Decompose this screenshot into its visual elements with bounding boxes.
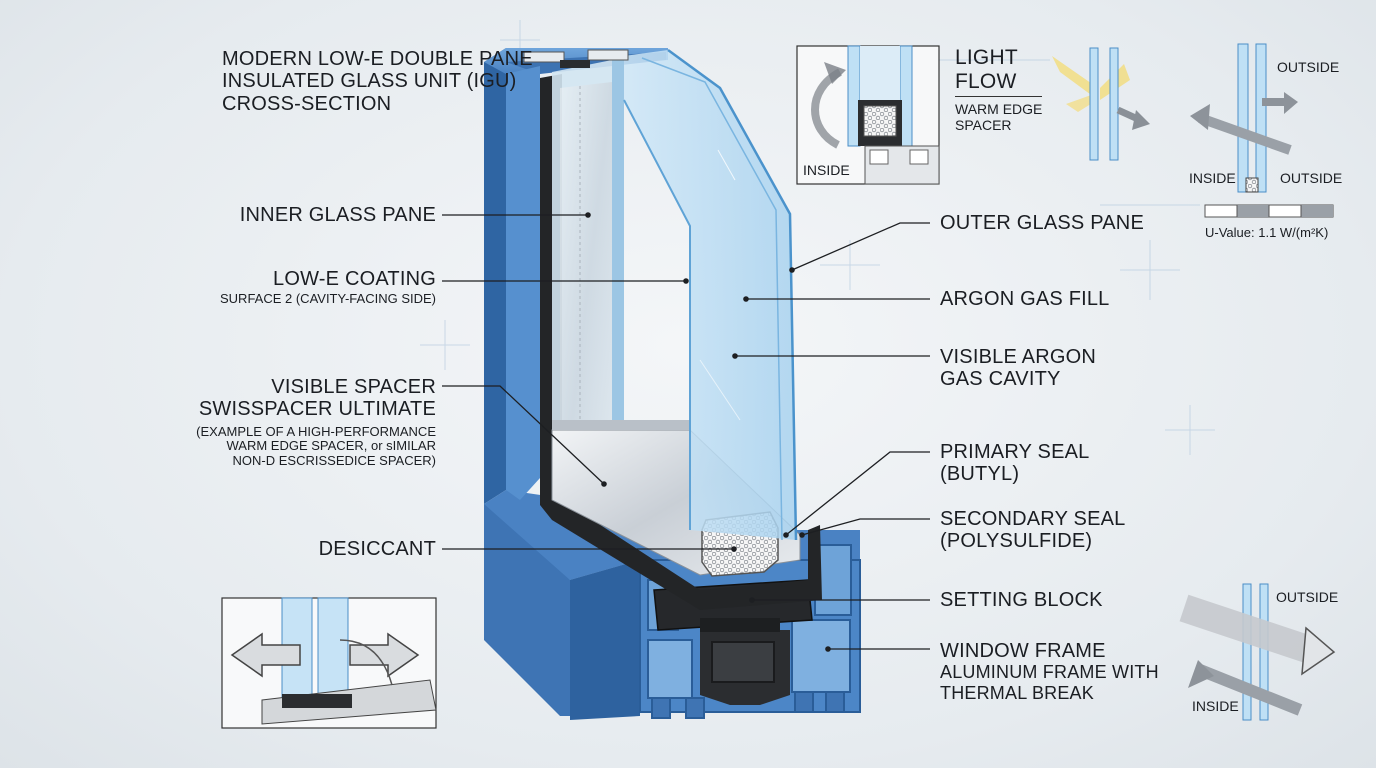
spacer-note-3: NON-D ESCRISSEDICE SPACER) (232, 452, 436, 468)
light-flow-line-2: FLOW (955, 70, 1043, 98)
light-flow-icon (1052, 47, 1150, 161)
flow-outside: OUTSIDE (1276, 589, 1339, 605)
inset-light-flow: LIGHT FLOW WARM EDGE SPACER (955, 46, 1043, 133)
spacer-note-1: (EXAMPLE OF A HIGH-PERFORMANCE (196, 423, 436, 439)
label-argon-fill: ARGON GAS FILL (940, 288, 1110, 310)
title-line-2: INSULATED GLASS UNIT (IGU) (222, 70, 517, 93)
spacer-note-2: WARM EDGE SPACER, or sIMILAR (226, 438, 436, 454)
secondary-seal-line-1: SECONDARY SEAL (940, 508, 1126, 530)
inner-glass-pane (552, 58, 624, 522)
window-frame-line-3: THERMAL BREAK (940, 682, 1094, 703)
label-secondary-seal: SECONDARY SEAL (POLYSULFIDE) (940, 508, 1125, 553)
label-primary-seal: PRIMARY SEAL (BUTYL) (940, 441, 1090, 486)
diagram-title: MODERN LOW-E DOUBLE PANE INSULATED GLASS… (222, 48, 533, 115)
inset-airflow (221, 597, 437, 729)
label-window-frame: WINDOW FRAME ALUMINUM FRAME WITH THERMAL… (940, 640, 1159, 703)
argon-cavity-line-1: VISIBLE ARGON (940, 346, 1096, 368)
label-spacer: VISIBLE SPACER SWISSPACER ULTIMATE (EXAM… (196, 376, 436, 468)
thermal-outside: OUTSIDE (1280, 170, 1343, 186)
spacer-title: VISIBLE SPACER (271, 376, 436, 398)
outer-glass-pane (623, 48, 798, 541)
top-clips (523, 49, 629, 68)
label-argon-cavity: VISIBLE ARGON GAS CAVITY (940, 346, 1096, 391)
leader-lines (442, 214, 930, 650)
primary-seal-line-1: PRIMARY SEAL (940, 441, 1090, 463)
inset-thermal (1190, 43, 1334, 218)
warm-edge-line-2: SPACER (955, 116, 1012, 133)
lowe-subtitle: SURFACE 2 (CAVITY-FACING SIDE) (220, 291, 436, 307)
argon-cavity-line-2: GAS CAVITY (940, 368, 1061, 391)
leader-dots (585, 212, 831, 652)
secondary-seal-line-2: (POLYSULFIDE) (940, 530, 1093, 553)
thermal-inside: INSIDE (1189, 170, 1236, 186)
flow-inside: INSIDE (1192, 698, 1239, 714)
primary-seal-line-2: (BUTYL) (940, 463, 1020, 486)
label-setting-block: SETTING BLOCK (940, 589, 1103, 611)
title-line-3: CROSS-SECTION (222, 92, 392, 115)
lowe-title: LOW-E COATING (273, 268, 436, 290)
label-desiccant: DESICCANT (318, 538, 436, 560)
inset-flow-bottom (1179, 583, 1336, 721)
window-frame-line-2: ALUMINUM FRAME WITH (940, 662, 1159, 683)
window-frame-line-1: WINDOW FRAME (940, 640, 1106, 662)
light-flow-line-1: LIGHT (955, 46, 1018, 69)
label-inner-glass: INNER GLASS PANE (239, 204, 436, 226)
title-line-1: MODERN LOW-E DOUBLE PANE (222, 48, 533, 70)
u-value-label: U-Value: 1.1 W/(m²K) (1205, 225, 1329, 240)
inset-spacer-detail (796, 45, 940, 185)
thermal-outside-top: OUTSIDE (1277, 59, 1340, 75)
label-outer-glass: OUTER GLASS PANE (940, 212, 1144, 234)
label-lowe-coating: LOW-E COATING SURFACE 2 (CAVITY-FACING S… (220, 268, 436, 307)
spacer-product: SWISSPACER ULTIMATE (198, 398, 436, 421)
warm-edge-line-1: WARM EDGE (955, 101, 1043, 118)
inset-inside-label: INSIDE (803, 162, 850, 178)
